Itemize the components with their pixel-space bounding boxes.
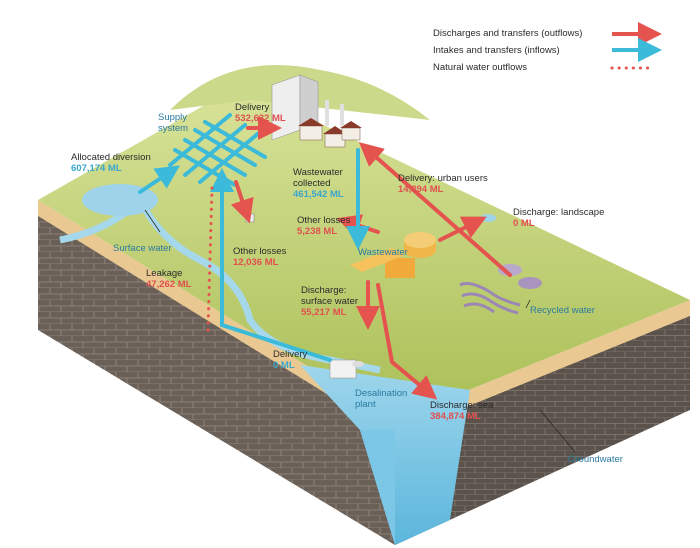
label-recycled-water: Recycled water (530, 305, 595, 316)
arrow-discharge-sea (376, 283, 438, 400)
legend-swatches (610, 22, 662, 70)
legend-inflows: Intakes and transfers (inflows) (433, 45, 560, 56)
sand-edge-left (38, 200, 395, 436)
label-surface-water: Surface water (113, 243, 172, 254)
arrow-landscape (438, 216, 487, 242)
block-left-side (38, 210, 395, 545)
inflow-arrows (138, 148, 370, 362)
label-discharge-surface: Discharge: surface water 55,217 ML (301, 285, 359, 318)
sand-edge-right (395, 300, 690, 436)
label-desalination-plant: Desalination plant (355, 388, 408, 410)
factory-buildings (298, 100, 362, 148)
ground-surface (38, 85, 690, 420)
label-groundwater: Groundwater (568, 454, 623, 465)
label-supply-system: Supply system (158, 112, 189, 134)
legend-outflows: Discharges and transfers (outflows) (433, 28, 583, 39)
label-other-losses-supply: Other losses 12,036 ML (233, 246, 287, 268)
arrow-delivery-urban (358, 142, 512, 277)
legend-natural: Natural water outflows (433, 62, 527, 73)
recycled-water-plant (459, 264, 542, 315)
block-right-side (395, 310, 690, 545)
label-leakage: Leakage 47,262 ML (146, 268, 192, 290)
arrow-allocated-diversion (138, 165, 180, 194)
groundwater-pointer (539, 409, 576, 453)
label-wastewater: Wastewater (358, 247, 408, 258)
label-discharge-sea: Discharge: sea 384,874 ML (430, 400, 494, 422)
label-delivery-top: Delivery 532,632 ML (235, 102, 286, 124)
sea-front (360, 430, 395, 545)
leakage-flow (206, 186, 214, 332)
arrow-desal-delivery (210, 168, 332, 362)
surface-water-pointer (144, 209, 161, 233)
label-delivery-desal: Delivery 0 ML (273, 349, 308, 371)
label-other-losses-ww: Other losses 5,238 ML (297, 215, 351, 237)
label-wastewater-collected: Wastewater collected 461,542 ML (293, 167, 344, 200)
desalination-plant (329, 359, 364, 379)
label-discharge-landscape: Discharge: landscape 0 ML (513, 207, 605, 229)
recycled-water-pointer (525, 299, 531, 309)
label-allocated-diversion: Allocated diversion 607,174 ML (71, 152, 151, 174)
wastewater-plant (350, 232, 436, 278)
landscape-pond (480, 214, 496, 222)
label-delivery-urban: Delivery: urban users 14,394 ML (398, 173, 488, 195)
arrow-other-losses-supply (230, 180, 254, 224)
outflow-arrows (230, 116, 512, 400)
loss-valve (245, 213, 255, 223)
